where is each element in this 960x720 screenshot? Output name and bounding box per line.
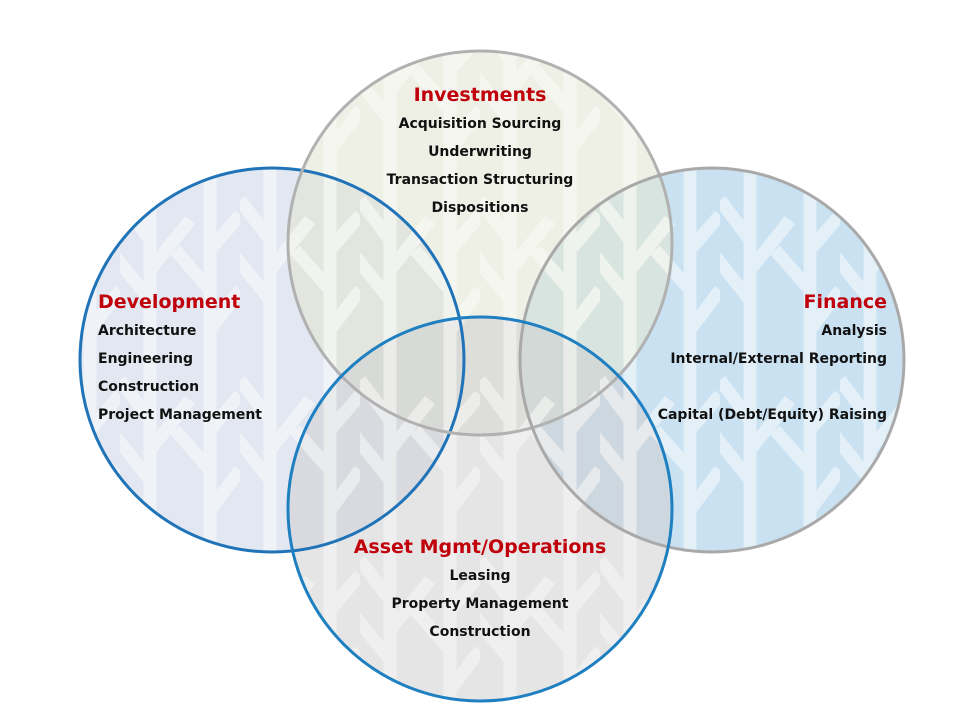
development-item: Engineering xyxy=(98,351,193,367)
finance-title: Finance xyxy=(803,291,887,313)
development-label-group: Development Architecture Engineering Con… xyxy=(98,287,358,429)
finance-item: Analysis xyxy=(821,323,887,339)
investments-outline xyxy=(286,49,674,437)
finance-spacer xyxy=(620,373,887,401)
asset-item: Property Management xyxy=(391,596,569,612)
asset-item: Construction xyxy=(429,624,531,640)
development-item: Project Management xyxy=(98,407,262,423)
investments-item: Acquisition Sourcing xyxy=(398,116,562,132)
investments-item: Underwriting xyxy=(428,144,532,160)
investments-item: Dispositions xyxy=(431,200,529,216)
finance-outline xyxy=(518,166,906,554)
development-item: Architecture xyxy=(98,323,197,339)
finance-label-group: Finance Analysis Internal/External Repor… xyxy=(620,287,887,429)
finance-item: Capital (Debt/Equity) Raising xyxy=(657,407,887,423)
asset-outline xyxy=(286,315,674,703)
asset-title: Asset Mgmt/Operations xyxy=(353,536,607,558)
investments-item: Transaction Structuring xyxy=(386,172,574,188)
investments-label-group: Investments Acquisition Sourcing Underwr… xyxy=(330,80,630,222)
asset-item: Leasing xyxy=(449,568,511,584)
finance-item: Internal/External Reporting xyxy=(670,351,887,367)
development-outline xyxy=(78,166,466,554)
asset-circle xyxy=(288,317,672,701)
investments-title: Investments xyxy=(413,84,547,106)
asset-label-group: Asset Mgmt/Operations Leasing Property M… xyxy=(330,532,630,646)
development-title: Development xyxy=(98,291,241,313)
development-item: Construction xyxy=(98,379,200,395)
